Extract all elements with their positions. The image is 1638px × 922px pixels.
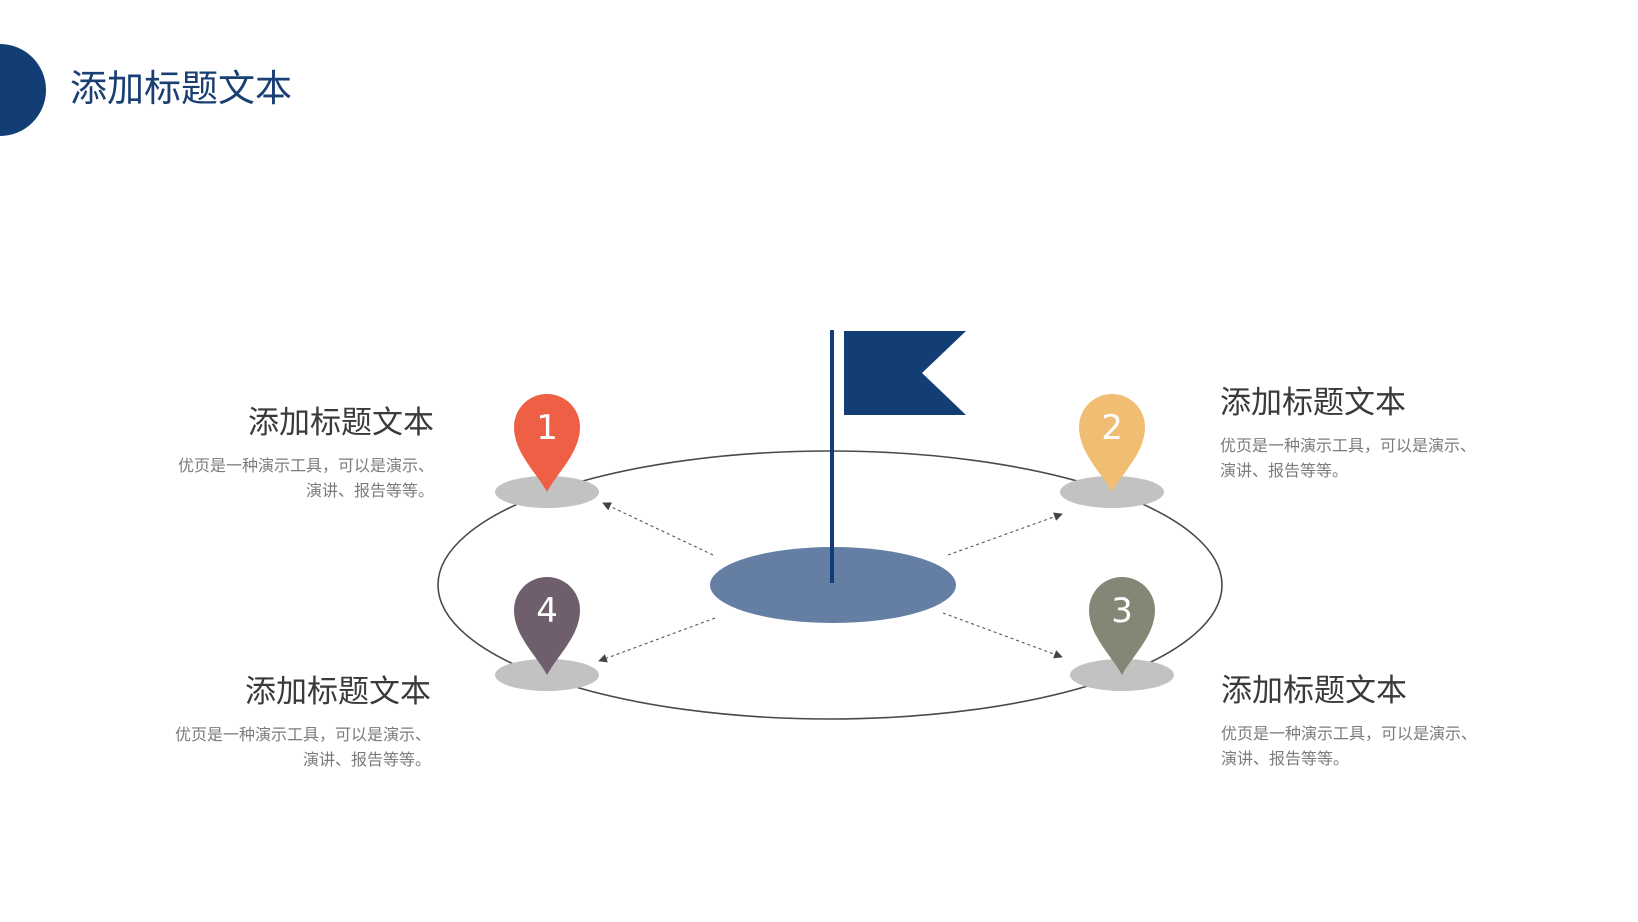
arrow-to-pin-4 (598, 617, 716, 663)
block-description: 优页是一种演示工具，可以是演示、 演讲、报告等等。 (104, 453, 434, 503)
pin-3: 3 (1070, 577, 1174, 691)
block-description-line: 优页是一种演示工具，可以是演示、 (1220, 436, 1477, 455)
pin-number: 1 (536, 408, 558, 448)
block-heading: 添加标题文本 (245, 674, 431, 710)
map-pin-icon (514, 577, 580, 675)
map-pin-icon (514, 394, 580, 492)
map-pin-icon (1079, 394, 1145, 492)
block-heading: 添加标题文本 (248, 405, 434, 441)
pin-number: 3 (1111, 591, 1133, 631)
block-description-line: 演讲、报告等等。 (305, 481, 434, 500)
text-block-1: 添加标题文本 优页是一种演示工具，可以是演示、 演讲、报告等等。 (104, 403, 434, 503)
block-description: 优页是一种演示工具，可以是演示、 演讲、报告等等。 (1220, 433, 1550, 483)
block-description-line: 优页是一种演示工具，可以是演示、 (177, 456, 434, 475)
block-description-line: 演讲、报告等等。 (1220, 461, 1349, 480)
map-pin-icon (1089, 577, 1155, 675)
pin-number: 4 (536, 591, 558, 631)
pin-1: 1 (495, 394, 599, 508)
flag-icon (844, 331, 966, 415)
block-description-line: 优页是一种演示工具，可以是演示、 (1221, 724, 1478, 743)
page-title: 添加标题文本 (70, 67, 292, 110)
arrow-to-pin-3 (942, 612, 1063, 659)
block-description: 优页是一种演示工具，可以是演示、 演讲、报告等等。 (1221, 721, 1551, 771)
arrow-to-pin-2 (947, 512, 1063, 556)
block-description-line: 演讲、报告等等。 (302, 750, 431, 769)
center-disk (710, 547, 956, 623)
text-block-4: 添加标题文本 优页是一种演示工具，可以是演示、 演讲、报告等等。 (101, 672, 431, 772)
arrow-to-pin-1 (602, 502, 714, 556)
text-block-3: 添加标题文本 优页是一种演示工具，可以是演示、 演讲、报告等等。 (1221, 671, 1551, 771)
pin-number: 2 (1101, 408, 1123, 448)
block-heading: 添加标题文本 (1220, 385, 1406, 421)
flag-pole (830, 330, 834, 583)
pin-4: 4 (495, 577, 599, 691)
block-description: 优页是一种演示工具，可以是演示、 演讲、报告等等。 (101, 722, 431, 772)
block-heading: 添加标题文本 (1221, 673, 1407, 709)
block-description-line: 演讲、报告等等。 (1221, 749, 1350, 768)
pin-2: 2 (1060, 394, 1164, 508)
text-block-2: 添加标题文本 优页是一种演示工具，可以是演示、 演讲、报告等等。 (1220, 383, 1550, 483)
block-description-line: 优页是一种演示工具，可以是演示、 (174, 725, 431, 744)
